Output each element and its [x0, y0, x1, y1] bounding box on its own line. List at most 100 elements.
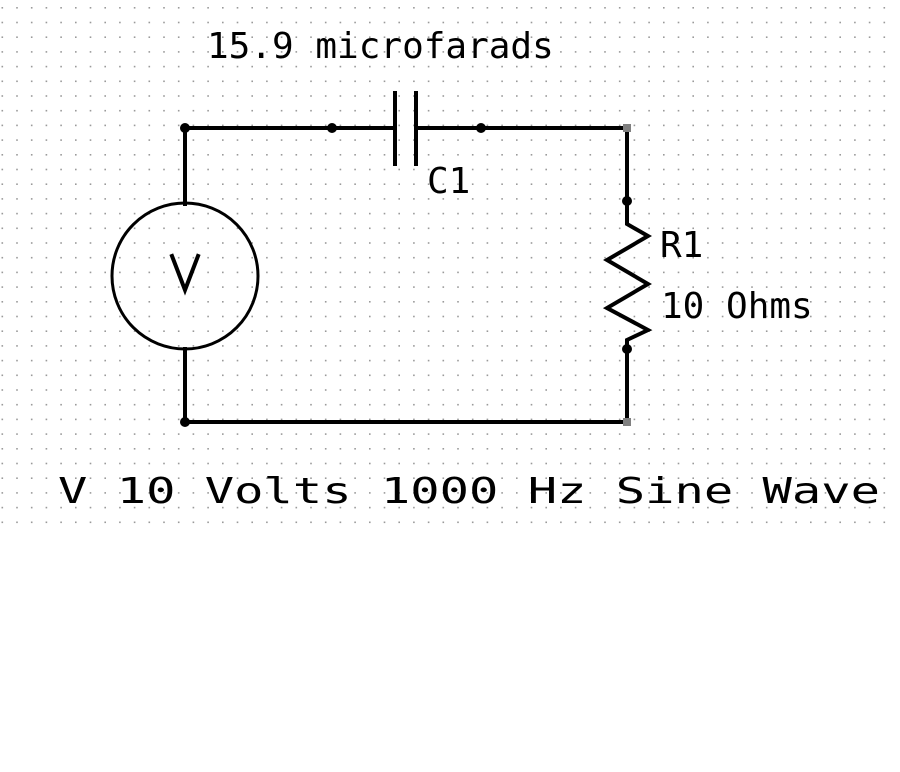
- grid-dot: [119, 95, 121, 97]
- grid-dot: [501, 109, 503, 112]
- grid-dot: [427, 154, 430, 156]
- grid-dot: [398, 256, 400, 259]
- grid-dot: [310, 227, 312, 230]
- grid-dot: [148, 286, 151, 288]
- grid-dot: [868, 139, 871, 141]
- grid-dot: [736, 301, 739, 303]
- grid-dot: [692, 403, 694, 406]
- resistor-ref-label: R1: [660, 225, 703, 266]
- grid-dot: [707, 242, 709, 244]
- grid-dot: [89, 65, 92, 68]
- grid-dot: [133, 183, 136, 185]
- grid-dot: [163, 242, 165, 244]
- grid-dot: [89, 21, 92, 24]
- grid-dot: [780, 301, 783, 303]
- grid-dot: [795, 301, 797, 303]
- grid-dot: [133, 492, 136, 494]
- grid-dot: [839, 359, 841, 362]
- grid-dot: [280, 21, 283, 24]
- resistor-r1[interactable]: [602, 199, 653, 351]
- grid-dot: [604, 315, 606, 318]
- grid-dot: [177, 330, 180, 332]
- grid-dot: [427, 315, 430, 318]
- grid-dot: [45, 477, 48, 479]
- grid-dot: [663, 227, 665, 230]
- grid-dot: [516, 286, 518, 288]
- grid-dot: [295, 95, 298, 97]
- grid-dot: [604, 271, 606, 274]
- grid-dot: [207, 403, 209, 406]
- grid-dot: [413, 374, 415, 377]
- grid-dot: [751, 168, 753, 171]
- grid-dot: [530, 286, 533, 288]
- grid-dot: [251, 7, 253, 9]
- grid-dot: [663, 403, 665, 406]
- grid-dot: [692, 36, 694, 38]
- grid-dot: [721, 389, 724, 391]
- capacitor-c1[interactable]: [393, 91, 418, 166]
- grid-dot: [589, 389, 592, 391]
- grid-dot: [310, 271, 312, 274]
- grid-dot: [721, 242, 724, 244]
- grid-dot: [780, 286, 783, 288]
- grid-dot: [324, 227, 327, 230]
- grid-dot: [295, 462, 298, 465]
- grid-dot: [30, 139, 33, 141]
- grid-dot: [75, 242, 77, 244]
- grid-dot: [324, 65, 327, 68]
- grid-dot: [677, 95, 680, 97]
- grid-dot: [222, 492, 224, 494]
- grid-dot: [207, 139, 209, 141]
- grid-dot: [604, 389, 606, 391]
- grid-dot: [427, 168, 430, 171]
- grid-dot: [104, 256, 106, 259]
- grid-dot: [663, 7, 665, 9]
- grid-dot: [427, 301, 430, 303]
- grid-dot: [369, 271, 371, 274]
- grid-dot: [427, 21, 430, 24]
- grid-dot: [663, 271, 665, 274]
- grid-dot: [530, 154, 533, 156]
- grid-dot: [530, 492, 533, 494]
- grid-dot: [75, 418, 77, 421]
- grid-dot: [854, 7, 856, 9]
- voltage-source[interactable]: [110, 201, 260, 351]
- grid-dot: [560, 212, 562, 215]
- grid-dot: [751, 433, 753, 435]
- grid-dot: [854, 345, 856, 347]
- grid-dot: [427, 477, 430, 479]
- voltage-source-circle: [110, 201, 260, 351]
- grid-dot: [560, 301, 562, 303]
- grid-dot: [222, 256, 224, 259]
- grid-dot: [604, 227, 606, 230]
- grid-dot: [339, 286, 342, 288]
- grid-dot: [119, 168, 121, 171]
- grid-dot: [207, 286, 209, 288]
- grid-dot: [868, 154, 871, 156]
- grid-dot: [604, 80, 606, 83]
- grid-dot: [486, 433, 489, 435]
- grid-dot: [324, 256, 327, 259]
- grid-dot: [427, 418, 430, 421]
- grid-dot: [413, 403, 415, 406]
- grid-dot: [354, 301, 356, 303]
- grid-dot: [222, 154, 224, 156]
- grid-dot: [824, 212, 827, 215]
- grid-dot: [457, 286, 459, 288]
- grid-dot: [648, 227, 650, 230]
- grid-dot: [574, 256, 577, 259]
- grid-dot: [413, 109, 415, 112]
- grid-dot: [1, 433, 4, 435]
- grid-dot: [574, 330, 577, 332]
- grid-dot: [721, 256, 724, 259]
- grid-dot: [692, 212, 694, 215]
- grid-dot: [765, 403, 768, 406]
- grid-dot: [163, 418, 165, 421]
- grid-dot: [721, 212, 724, 215]
- grid-dot: [295, 506, 298, 509]
- grid-dot: [486, 65, 489, 68]
- grid-dot: [369, 403, 371, 406]
- grid-dot: [810, 330, 812, 332]
- grid-dot: [765, 168, 768, 171]
- grid-dot: [236, 492, 239, 494]
